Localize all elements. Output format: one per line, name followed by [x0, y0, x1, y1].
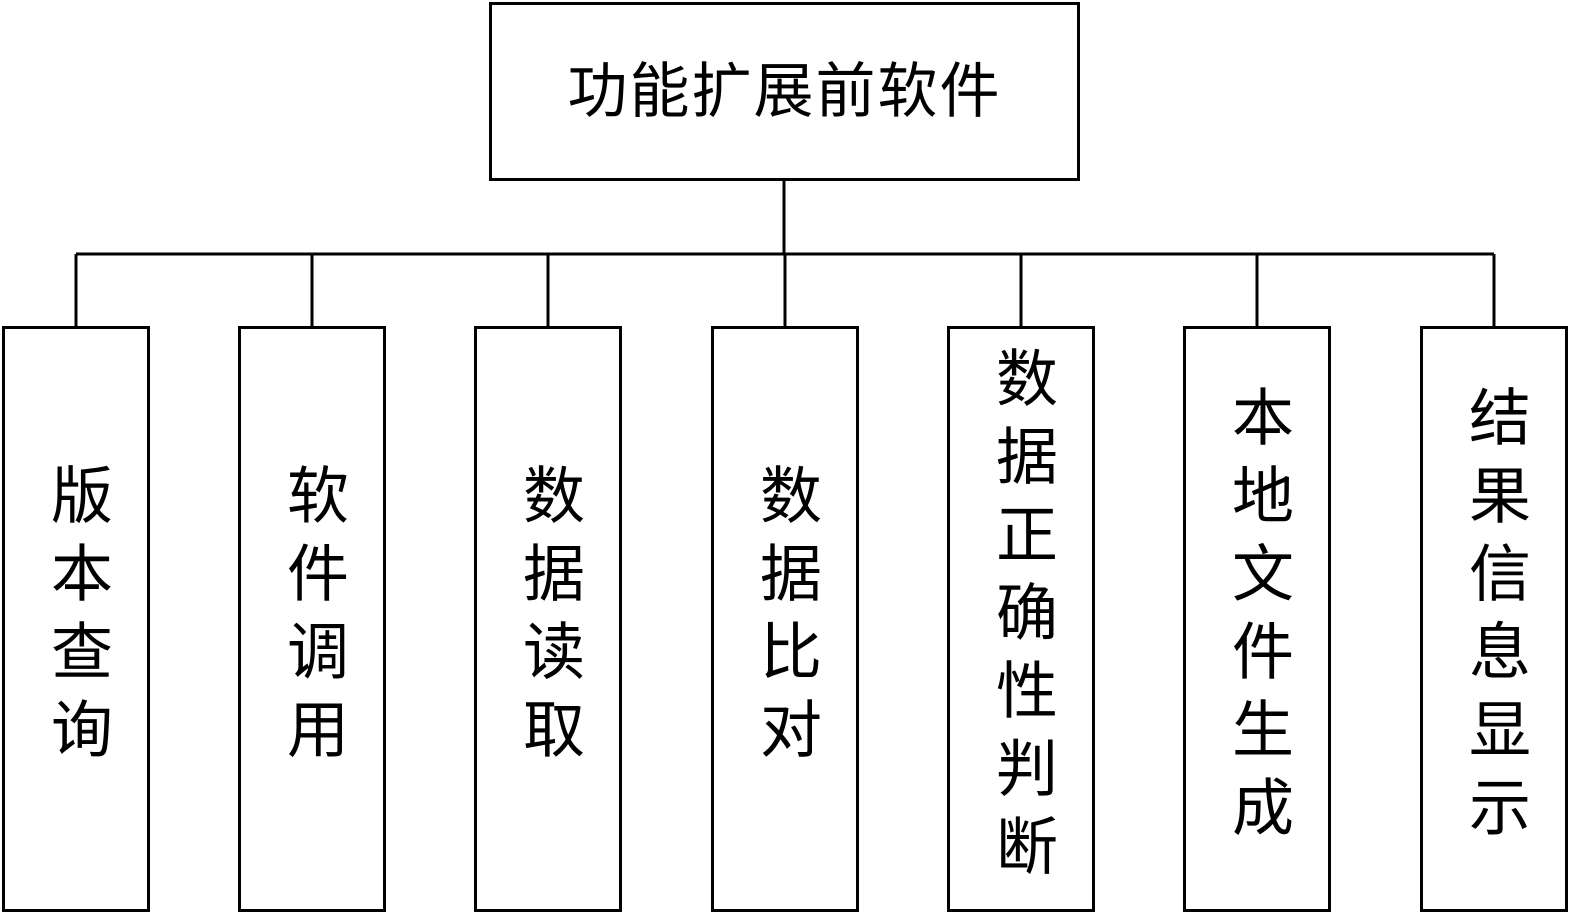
child-node-result-display: 结果信息显示: [1420, 326, 1568, 912]
root-node: 功能扩展前软件: [489, 2, 1080, 181]
child-node-label: 数据比对: [749, 463, 822, 775]
child-node-label: 软件调用: [276, 463, 349, 775]
child-node-local-file-generate: 本地文件生成: [1183, 326, 1331, 912]
child-node-data-correctness: 数据正确性判断: [947, 326, 1095, 912]
child-node-label: 本地文件生成: [1221, 385, 1294, 853]
child-node-data-read: 数据读取: [474, 326, 622, 912]
child-node-data-compare: 数据比对: [711, 326, 859, 912]
child-node-label: 结果信息显示: [1458, 385, 1531, 853]
root-node-label: 功能扩展前软件: [567, 56, 1002, 127]
child-node-label: 数据正确性判断: [985, 346, 1058, 892]
child-node-label: 数据读取: [512, 463, 585, 775]
child-node-label: 版本查询: [40, 463, 113, 775]
child-node-software-call: 软件调用: [238, 326, 386, 912]
child-node-version-query: 版本查询: [2, 326, 150, 912]
